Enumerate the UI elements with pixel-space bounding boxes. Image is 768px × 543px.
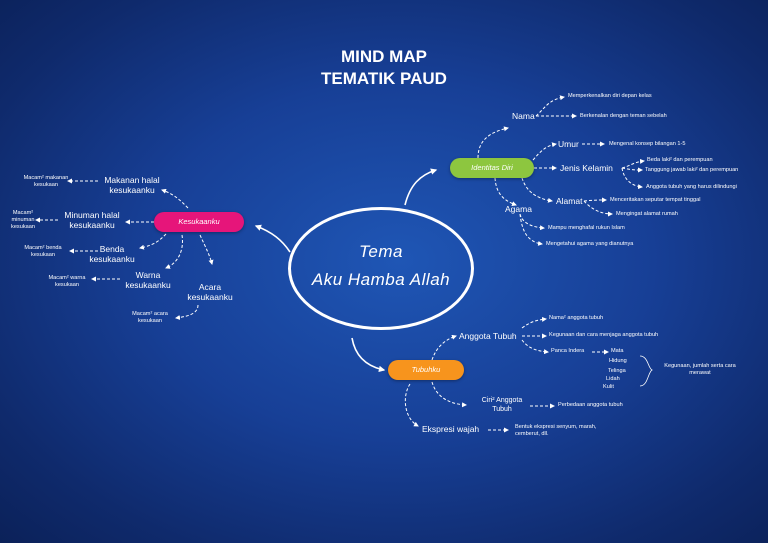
leaf-alamat-1: Menceritakan seputar tempat tinggal — [610, 197, 701, 203]
leaf-nama-2: Berkenalan dengan teman sebelah — [580, 113, 667, 119]
indera-mata: Mata — [611, 348, 624, 354]
node-warna-line1: Warna — [135, 270, 161, 280]
node-ciri-line1: Ciri² Anggota — [481, 397, 523, 404]
node-makanan-line1: Makanan halal — [104, 175, 160, 185]
node-umur: Umur — [558, 139, 579, 149]
node-acara-line2: kesukaanku — [187, 292, 233, 302]
leaf-jk-1: Beda laki² dan perempuan — [647, 157, 713, 163]
leaf-nama-1: Memperkenalkan diri depan kelas — [568, 93, 652, 99]
center-theme-title: Aku Hamba Allah — [311, 270, 451, 289]
node-minuman-line1: Minuman halal — [64, 210, 120, 220]
indera-note-1: Kegunaan, jumlah serta cara — [664, 363, 736, 369]
leaf-agama-2: Mengetahui agama yang dianutnya — [546, 241, 634, 247]
note-benda-1: Macam² benda — [24, 245, 62, 251]
node-benda-line2: kesukaanku — [89, 254, 135, 264]
leaf-umur: Mengenal konsep bilangan 1-5 — [609, 141, 686, 147]
note-makanan-1: Macam² makanan — [23, 175, 69, 181]
arrow-to-tubuh — [351, 337, 386, 373]
note-warna-2: kesukaan — [55, 282, 79, 288]
leaf-ekspresi-2: cemberut, dll. — [515, 431, 549, 437]
leaf-agama-1: Mampu menghafal rukun Islam — [548, 225, 625, 231]
node-agama: Agama — [505, 204, 532, 214]
note-minuman-1: Macam² — [12, 210, 34, 216]
leaf-anggota-2: Kegunaan dan cara menjaga anggota tubuh — [549, 332, 659, 338]
node-minuman-line2: kesukaanku — [69, 220, 115, 230]
note-acara-2: kesukaan — [138, 318, 162, 324]
title-line-1: MIND MAP — [341, 47, 427, 66]
topic-kesukaanku[interactable]: Kesukaanku — [154, 212, 244, 232]
note-warna-1: Macam² warna — [48, 275, 86, 281]
indera-kulit: Kulit — [603, 384, 614, 390]
node-makanan-line2: kesukaanku — [109, 185, 155, 195]
note-minuman-3: kesukaan — [11, 224, 35, 230]
note-minuman-2: minuman — [11, 217, 35, 223]
leaf-panca-indera: Panca Indera — [551, 348, 585, 354]
node-jenis-kelamin: Jenis Kelamin — [560, 163, 613, 173]
node-alamat: Alamat — [556, 196, 583, 206]
indera-note-2: merawat — [689, 370, 711, 376]
note-makanan-2: kesukaan — [34, 182, 58, 188]
node-ekspresi-wajah: Ekspresi wajah — [422, 424, 480, 434]
center-theme-label: Tema — [359, 242, 403, 261]
node-benda-line1: Benda — [99, 244, 125, 254]
node-anggota-tubuh: Anggota Tubuh — [459, 331, 517, 341]
indera-lidah: Lidah — [606, 376, 620, 382]
center-oval — [288, 207, 474, 330]
arrow-to-kesukaan — [254, 224, 291, 253]
arrow-to-identitas — [404, 168, 438, 206]
title-line-2: TEMATIK PAUD — [321, 69, 447, 88]
indera-hidung: Hidung — [609, 358, 627, 364]
leaf-anggota-1: Nama² anggota tubuh — [549, 315, 604, 321]
node-nama: Nama — [512, 111, 535, 121]
indera-telinga: Telinga — [608, 368, 626, 374]
leaf-ekspresi-1: Bentuk ekspresi senyum, marah, — [515, 424, 597, 430]
node-acara-line1: Acara — [198, 282, 222, 292]
topic-identitas-diri[interactable]: Identitas Diri — [450, 158, 534, 178]
note-benda-2: kesukaan — [31, 252, 55, 258]
node-warna-line2: kesukaanku — [125, 280, 171, 290]
node-ciri-line2: Tubuh — [492, 406, 512, 413]
leaf-ciri: Perbedaan anggota tubuh — [558, 402, 623, 408]
leaf-jk-2: Tanggung jawab laki² dan perempuan — [645, 167, 739, 173]
leaf-jk-3: Anggota tubuh yang harus dilindungi — [646, 184, 737, 190]
leaf-alamat-2: Mengingat alamat rumah — [616, 211, 678, 217]
note-acara-1: Macam² acara — [132, 311, 168, 317]
topic-tubuhku[interactable]: Tubuhku — [388, 360, 464, 380]
